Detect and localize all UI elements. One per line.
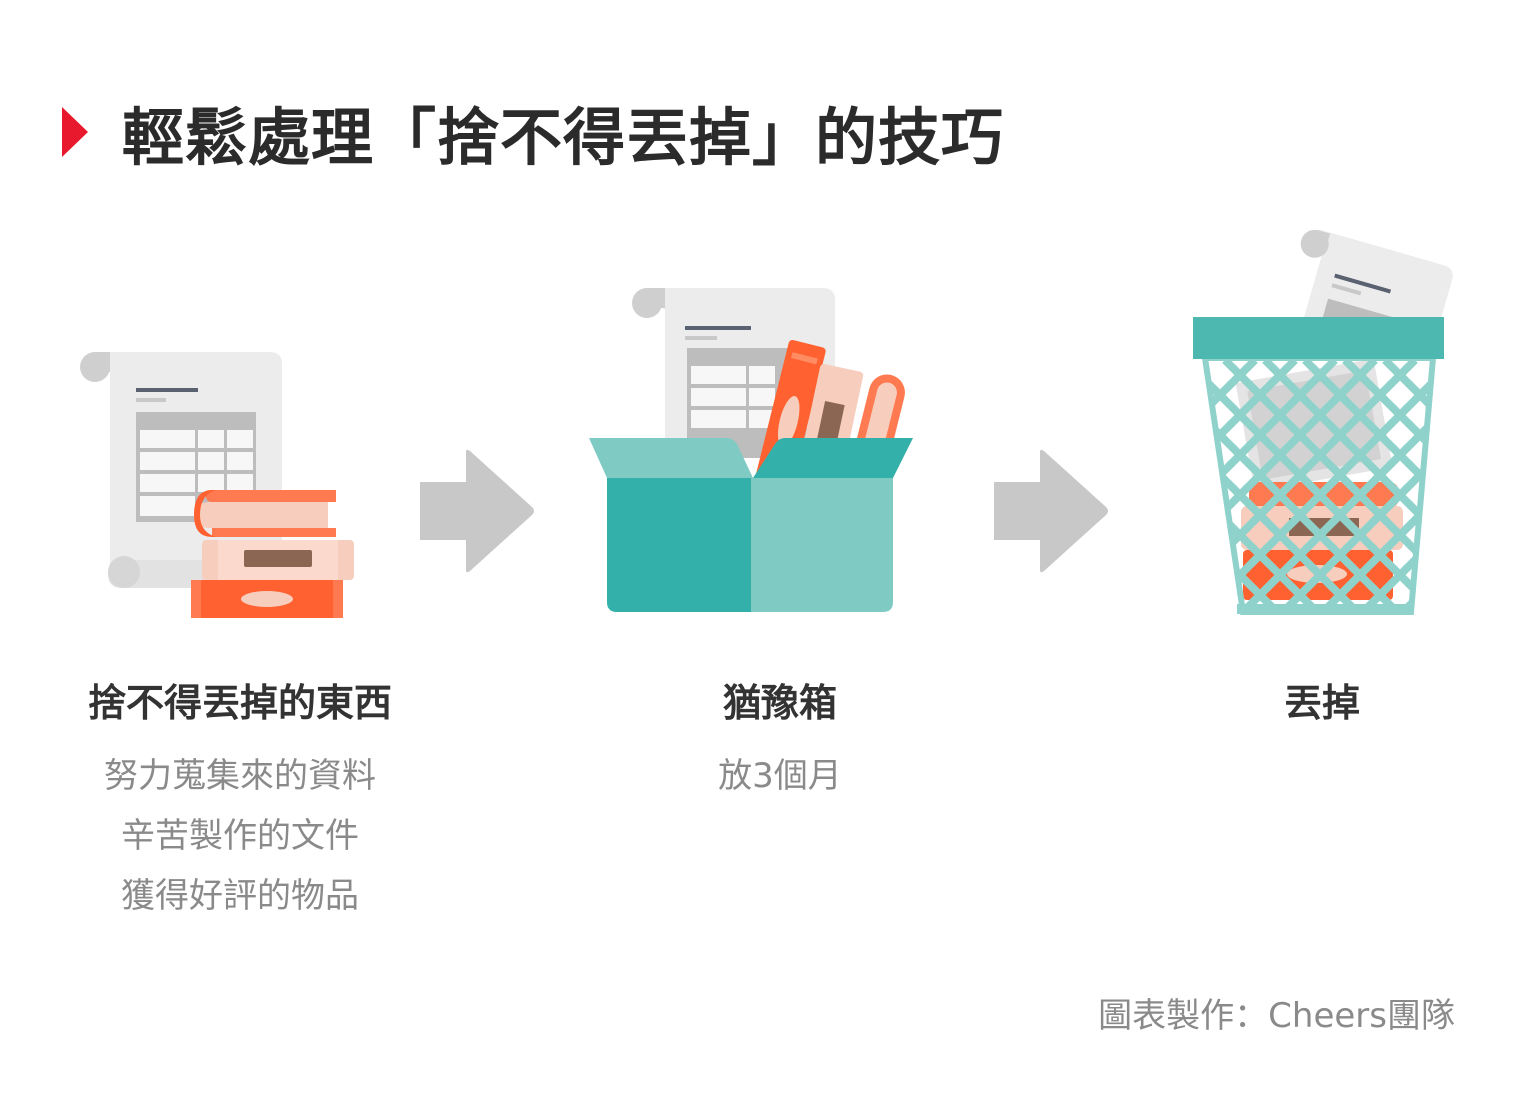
step-title-2: 猶豫箱	[722, 681, 837, 725]
arrow-right-icon	[994, 449, 1108, 573]
triangle-marker-icon	[62, 107, 88, 157]
step-title-3: 丟掉	[1283, 681, 1360, 725]
detail-line: 努力蒐集來的資料	[104, 756, 376, 796]
trash-basket-icon	[1193, 230, 1453, 615]
detail-line: 辛苦製作的文件	[121, 816, 359, 856]
step-title-1: 捨不得丟掉的東西	[87, 681, 392, 725]
detail-line: 獲得好評的物品	[121, 876, 359, 916]
papers-and-books-icon	[80, 352, 354, 618]
credit-text: 圖表製作：Cheers團隊	[1098, 996, 1455, 1036]
open-box-icon	[589, 288, 913, 612]
detail-line: 放3個月	[718, 756, 842, 796]
step-details-2: 放3個月	[580, 746, 980, 806]
title-bar: 輕鬆處理「捨不得丟掉」的技巧	[62, 92, 1004, 174]
step-details-1: 努力蒐集來的資料 辛苦製作的文件 獲得好評的物品	[40, 746, 440, 926]
page-title: 輕鬆處理「捨不得丟掉」的技巧	[122, 101, 1005, 174]
arrow-right-icon	[420, 449, 534, 573]
